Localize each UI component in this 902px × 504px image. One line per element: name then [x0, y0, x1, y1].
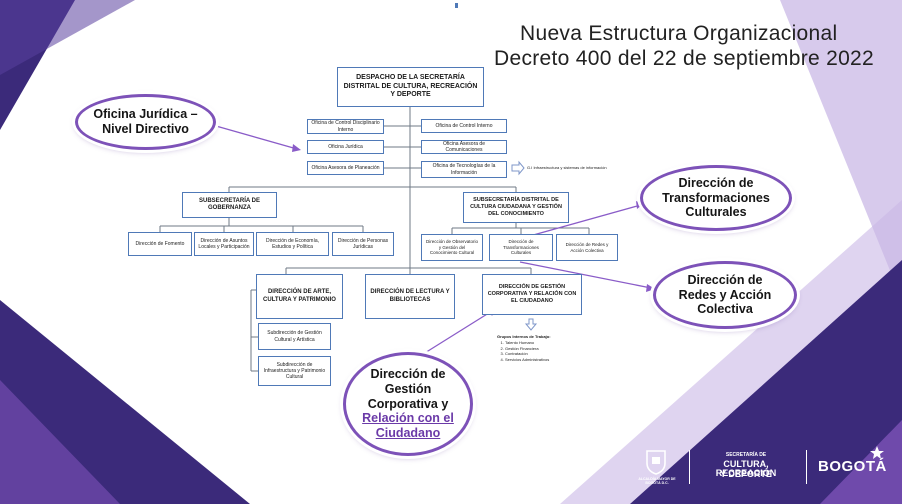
alcaldia-label: ALCALDÍA MAYOR DE BOGOTÁ D.C.: [638, 477, 676, 486]
despacho-box: DESPACHO DE LA SECRETARÍA DISTRITAL DE C…: [337, 67, 484, 107]
comunicaciones-box: Oficina Asesora de Comunicaciones: [421, 140, 507, 154]
callout-gestion-line-1: Dirección de: [370, 367, 446, 382]
callout-gestion-line-3: Corporativa y: [367, 396, 449, 411]
asuntos-locales-box: Dirección de Asuntos Locales y Participa…: [194, 232, 254, 256]
bottom-left-triangle-light: [0, 380, 120, 504]
callout-redes-line-3: Colectiva: [697, 302, 753, 317]
juridica-box: Oficina Jurídica: [307, 140, 384, 154]
secretaria-small-label: SECRETARÍA DE: [725, 452, 767, 458]
footer-divider: [689, 450, 690, 484]
callout-juridica-line-2: Nivel Directivo: [102, 122, 189, 136]
callout-juridica-line-1: Oficina Jurídica –: [93, 107, 198, 122]
economia-box: Dirección de Economía, Estudios y Políti…: [256, 232, 329, 256]
callout-gestion-corporativa: Dirección de Gestión Corporativa y Relac…: [343, 352, 473, 456]
title-line-1: Nueva Estructura Organizacional: [520, 22, 838, 45]
callout-oficina-juridica: Oficina Jurídica – Nivel Directivo: [75, 94, 216, 150]
callout-redes-line-1: Dirección de: [687, 272, 763, 287]
sub-cultura-ciudadana-box: SUBSECRETARÍA DISTRITAL DE CULTURA CIUDA…: [463, 192, 569, 223]
bottom-right-corner: [820, 420, 902, 504]
personas-juridicas-box: Dirección de Personas Jurídicas: [332, 232, 394, 256]
alcaldia-shield-icon: [643, 449, 669, 475]
grupos-internos: Grupos Internos de Trabajo: Talento Huma…: [497, 334, 551, 363]
bogota-logo-text: BOGOTÁ: [818, 458, 887, 475]
arte-cultura-box: DIRECCIÓN DE ARTE, CULTURA Y PATRIMONIO: [256, 274, 343, 319]
bottom-right-dark-shape: [630, 260, 902, 504]
callout-transformaciones-line-1: Dirección de: [678, 175, 754, 190]
callout-gestion-link-1[interactable]: Relación con el: [362, 411, 454, 426]
lectura-box: DIRECCIÓN DE LECTURA Y BIBLIOTECAS: [365, 274, 455, 319]
gestion-corporativa-box: DIRECCIÓN DE GESTIÓN CORPORATIVA Y RELAC…: [482, 274, 582, 315]
sub-gestion-cultural-box: Subdirección de Gestión Cultural y Artís…: [258, 323, 331, 350]
callout-transformaciones-line-3: Culturales: [685, 205, 747, 220]
grupo-item: Contratación: [505, 351, 551, 357]
grupos-list: Talento Humano Gestión Financiera Contra…: [497, 340, 551, 363]
observatorio-box: Dirección de Observatorio y Gestión del …: [421, 234, 483, 261]
callout-transformaciones: Dirección de Transformaciones Culturales: [640, 165, 792, 231]
top-marker: [455, 3, 458, 8]
callout-redes: Dirección de Redes y Acción Colectiva: [653, 261, 797, 329]
planeacion-box: Oficina Asesora de Planeación: [307, 161, 384, 175]
callout-redes-line-2: Redes y Acción: [678, 287, 772, 302]
redes-box: Dirección de Redes y Acción Colectiva: [556, 234, 618, 261]
grupo-item: Talento Humano: [505, 340, 551, 346]
callout-transformaciones-line-2: Transformaciones: [662, 190, 770, 205]
top-right-shape: [780, 0, 902, 300]
title-line-2: Decreto 400 del 22 de septiembre 2022: [494, 47, 875, 70]
fomento-box: Dirección de Fomento: [128, 232, 192, 256]
secretaria-big-label-1: CULTURA, RECREACIÓN: [715, 459, 777, 478]
grupos-title: Grupos Internos de Trabajo:: [497, 334, 551, 339]
control-interno-box: Oficina de Control Interno: [421, 119, 507, 133]
sub-gobernanza-box: SUBSECRETARÍA DE GOBERNANZA: [182, 192, 277, 218]
callout-gestion-line-2: Gestión: [384, 381, 432, 396]
grupo-item: Servicios Administrativos: [505, 357, 551, 363]
footer-divider-2: [806, 450, 807, 484]
grupo-item: Gestión Financiera: [505, 346, 551, 352]
secretaria-big-label-2: Y DEPORTE: [720, 469, 772, 479]
tecnologias-note: G.I Infraestructura y sistemas de inform…: [527, 165, 607, 170]
callout-gestion-link-2[interactable]: Ciudadano: [375, 426, 441, 441]
bogota-star-icon: [868, 445, 886, 461]
sub-infraestructura-box: Subdirección de Infraestructura y Patrim…: [258, 356, 331, 386]
top-left-triangle-light: [0, 0, 135, 75]
control-disciplinario-box: Oficina de Control Disciplinario Interno: [307, 119, 384, 134]
transformaciones-box: Dirección de Transformaciones Culturales: [489, 234, 553, 261]
tecnologias-box: Oficina de Tecnologías de la Información: [421, 161, 507, 178]
